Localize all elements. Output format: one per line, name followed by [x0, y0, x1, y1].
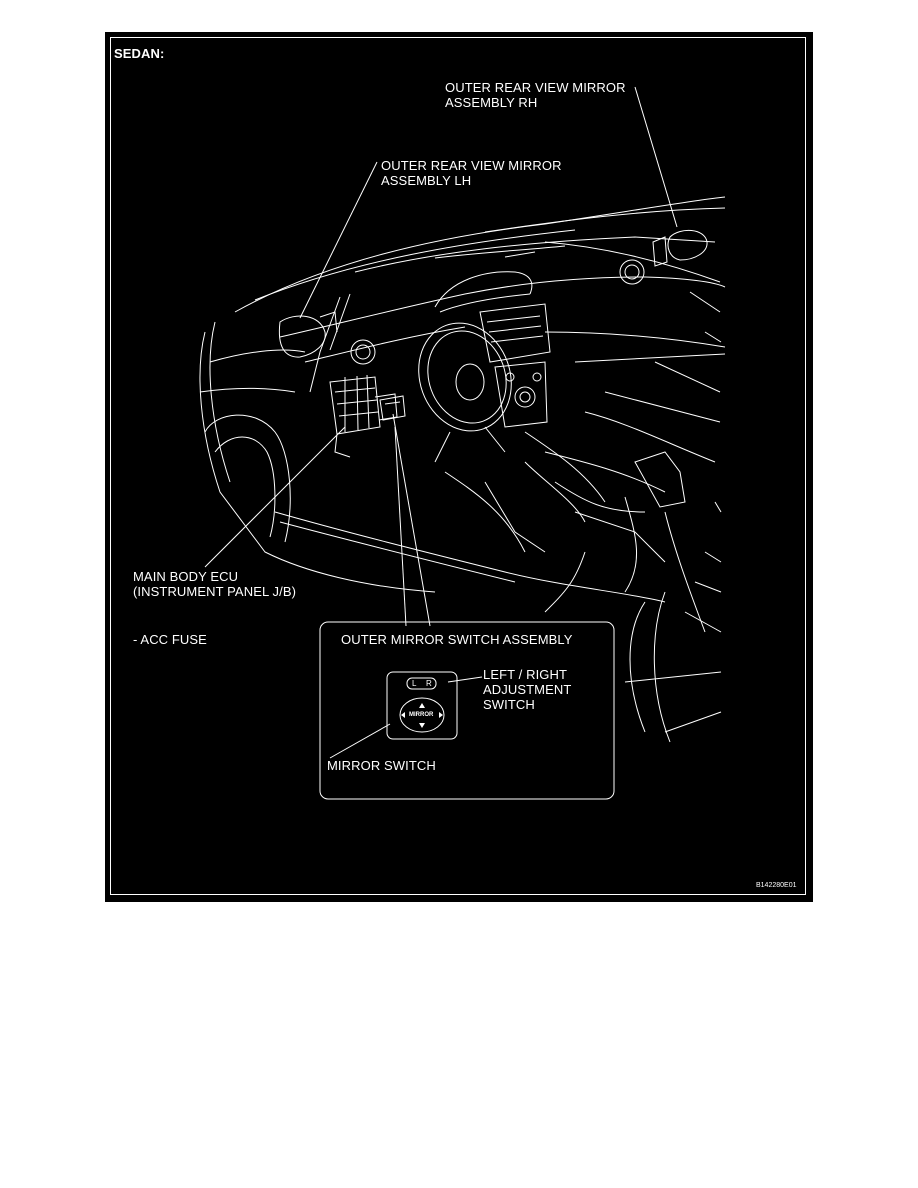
label-main-body-ecu-line1: MAIN BODY ECU [133, 569, 239, 584]
label-lr-switch-line3: SWITCH [483, 697, 535, 712]
car-interior-drawing [199, 86, 726, 800]
label-switch-assembly: OUTER MIRROR SWITCH ASSEMBLY [341, 632, 573, 647]
diagram-figure: SEDAN: OUTER REAR VIEW MIRROR ASSEMBLY R… [105, 32, 813, 902]
label-mirror-rh-line2: ASSEMBLY RH [445, 95, 538, 110]
label-lr-switch-line2: ADJUSTMENT [483, 682, 572, 697]
switch-face-left: L [412, 679, 417, 688]
label-main-body-ecu: MAIN BODY ECU (INSTRUMENT PANEL J/B) [133, 569, 296, 599]
label-lr-switch-line1: LEFT / RIGHT [483, 667, 568, 682]
label-mirror-rh: OUTER REAR VIEW MIRROR ASSEMBLY RH [445, 80, 626, 110]
figure-code: B142280E01 [756, 882, 797, 889]
label-acc-fuse: - ACC FUSE [133, 632, 207, 647]
label-mirror-lh: OUTER REAR VIEW MIRROR ASSEMBLY LH [381, 158, 562, 188]
figure-border [110, 37, 806, 895]
switch-face-right: R [426, 679, 432, 688]
label-mirror-rh-line1: OUTER REAR VIEW MIRROR [445, 80, 626, 95]
switch-face-center: MIRROR [409, 712, 434, 718]
label-mirror-lh-line1: OUTER REAR VIEW MIRROR [381, 158, 562, 173]
label-mirror-lh-line2: ASSEMBLY LH [381, 173, 472, 188]
label-mirror-switch: MIRROR SWITCH [327, 758, 436, 773]
section-title: SEDAN: [114, 46, 165, 61]
label-main-body-ecu-line2: (INSTRUMENT PANEL J/B) [133, 584, 297, 599]
label-lr-switch: LEFT / RIGHT ADJUSTMENT SWITCH [483, 667, 571, 712]
